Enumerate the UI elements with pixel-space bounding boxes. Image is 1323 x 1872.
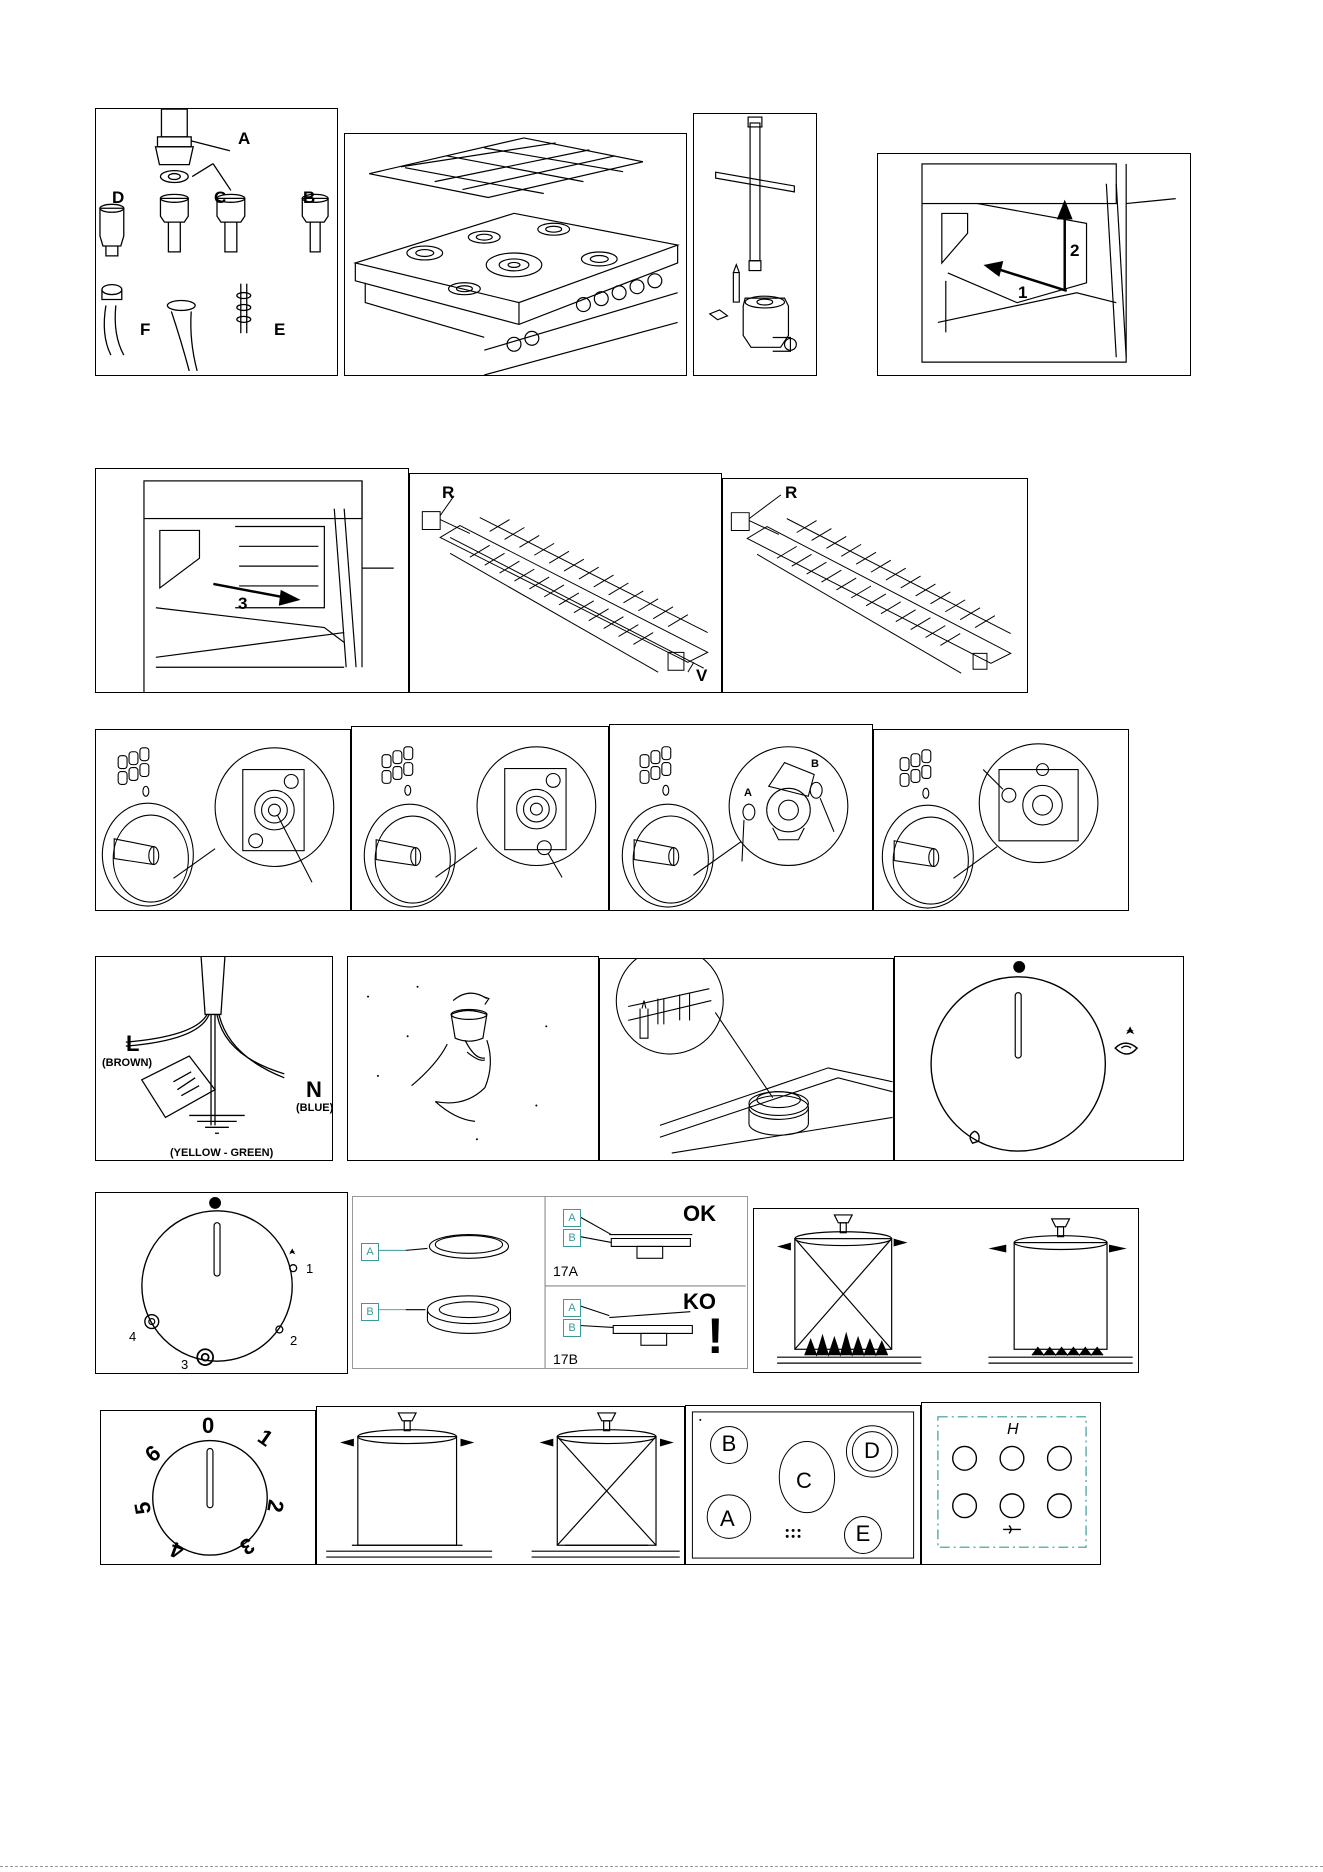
label-n: N bbox=[306, 1077, 322, 1103]
warning-exclamation: ! bbox=[707, 1311, 724, 1361]
burner-tool-drawing bbox=[694, 114, 816, 375]
label-yellow-green: (YELLOW - GREEN) bbox=[170, 1147, 273, 1159]
label-ok-a: A bbox=[563, 1209, 581, 1227]
label-pos-4: 4 bbox=[129, 1329, 136, 1344]
label-arrow-3: 3 bbox=[238, 595, 247, 612]
figure-grill-element-1: R V bbox=[409, 473, 722, 693]
label-pos-3: 3 bbox=[181, 1357, 188, 1372]
label-l: L bbox=[126, 1031, 139, 1057]
figure-tap-adjust-3: A B bbox=[609, 724, 873, 911]
burner-positions-drawing bbox=[96, 1193, 347, 1373]
tap-adjust-1-drawing bbox=[96, 730, 350, 910]
zone-a: A bbox=[720, 1506, 735, 1532]
cooker-top-drawing bbox=[345, 134, 686, 375]
label-a: A bbox=[238, 130, 250, 147]
label-arrow-2: 2 bbox=[1070, 242, 1079, 259]
grill-element-1-drawing bbox=[410, 474, 721, 692]
figure-tap-adjust-4 bbox=[873, 729, 1129, 911]
figure-electrical-wiring: L (BROWN) N (BLUE) (YELLOW - GREEN) bbox=[95, 956, 333, 1161]
zone-b: B bbox=[710, 1426, 748, 1464]
oven-side-removal-drawing bbox=[96, 469, 408, 692]
figure-burner-ignition bbox=[599, 958, 894, 1161]
figure-gas-connectors: A D C B F E bbox=[95, 108, 338, 376]
gas-connectors-drawing bbox=[96, 109, 337, 375]
figure-grill-element-2: R bbox=[722, 478, 1028, 693]
label-brown: (BROWN) bbox=[102, 1057, 152, 1069]
figure-tap-adjust-2 bbox=[351, 726, 609, 911]
figure-burner-cap-placement: A B A B A B 17A 17B OK KO ! bbox=[352, 1196, 748, 1369]
label-ko-a: A bbox=[563, 1299, 581, 1317]
label-ok-b: B bbox=[563, 1229, 581, 1247]
zone-e: E bbox=[844, 1516, 882, 1554]
zone-d: D bbox=[864, 1438, 880, 1464]
page-bottom-rule bbox=[0, 1866, 1323, 1867]
label-c: C bbox=[214, 189, 226, 206]
tap-adjust-4-drawing bbox=[874, 730, 1128, 910]
label-f: F bbox=[140, 321, 150, 338]
label-ko-b: B bbox=[563, 1319, 581, 1337]
figure-ceramic-hob-zones: B C D A E bbox=[685, 1405, 921, 1565]
figure-hotplate-dial: 0 1 2 3 4 5 6 bbox=[100, 1410, 316, 1565]
label-r: R bbox=[785, 484, 797, 501]
tap-adjust-2-drawing bbox=[352, 727, 608, 910]
label-cap-a: A bbox=[361, 1243, 379, 1261]
grill-element-2-drawing bbox=[723, 479, 1027, 692]
figure-gas-knob-symbols bbox=[894, 956, 1184, 1161]
label-e: E bbox=[274, 321, 285, 338]
label-d: D bbox=[112, 189, 124, 206]
label-ring-b: B bbox=[361, 1303, 379, 1321]
dial-0: 0 bbox=[202, 1413, 214, 1439]
zone-c: C bbox=[796, 1468, 812, 1494]
label-arrow-1: 1 bbox=[1018, 284, 1027, 301]
figure-oven-panel-removal: 1 2 bbox=[877, 153, 1191, 376]
knob-hand-drawing bbox=[348, 957, 598, 1160]
label-valve-a: A bbox=[744, 787, 752, 799]
tap-adjust-3-drawing bbox=[610, 725, 872, 910]
figure-cooker-top bbox=[344, 133, 687, 376]
label-ok: OK bbox=[683, 1201, 716, 1227]
figure-burner-tool bbox=[693, 113, 817, 376]
label-b: B bbox=[303, 189, 315, 206]
label-17a: 17A bbox=[553, 1263, 578, 1279]
label-v: V bbox=[696, 667, 707, 684]
label-pos-2: 2 bbox=[290, 1333, 297, 1348]
burner-ignition-drawing bbox=[600, 959, 893, 1160]
oven-panel-removal-drawing bbox=[878, 154, 1190, 375]
figure-pot-hotplate-size bbox=[316, 1406, 685, 1565]
label-h: H bbox=[1007, 1421, 1019, 1439]
pot-hotplate-size-drawing bbox=[317, 1407, 684, 1564]
label-17b: 17B bbox=[553, 1351, 578, 1367]
figure-tap-adjust-1 bbox=[95, 729, 351, 911]
label-r: R bbox=[442, 484, 454, 501]
label-blue: (BLUE) bbox=[296, 1102, 333, 1114]
pot-flame-size-drawing bbox=[754, 1209, 1138, 1372]
figure-burner-positions: 1 2 3 4 bbox=[95, 1192, 348, 1374]
label-valve-b: B bbox=[811, 758, 819, 770]
gas-knob-symbols-drawing bbox=[895, 957, 1183, 1160]
figure-pot-flame-size bbox=[753, 1208, 1139, 1373]
figure-hob-control-icon: H bbox=[921, 1402, 1101, 1565]
label-pos-1: 1 bbox=[306, 1261, 313, 1276]
figure-oven-side-removal: 3 bbox=[95, 468, 409, 693]
figure-knob-hand bbox=[347, 956, 599, 1161]
